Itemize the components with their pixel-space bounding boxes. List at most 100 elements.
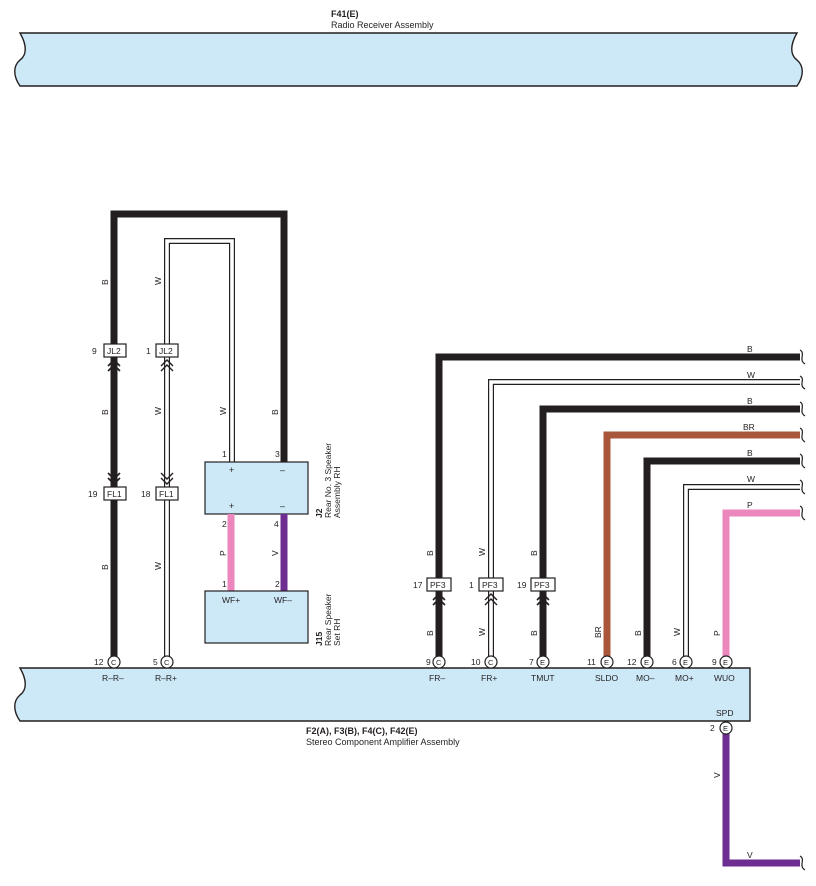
terminal-circle bbox=[600, 655, 614, 669]
label-w-h2: W bbox=[747, 370, 755, 380]
spd-terminal: SPD E 2 V V bbox=[710, 708, 800, 867]
terminal-circle bbox=[432, 655, 446, 669]
junction-fl1-w: FL1 18 bbox=[141, 472, 179, 501]
label-b-left-top: B bbox=[100, 279, 110, 285]
svg-text:17: 17 bbox=[413, 580, 423, 590]
wire-w-fr-plus-inner bbox=[489, 380, 800, 660]
label-w-left-top: W bbox=[153, 277, 163, 285]
terminal-pin: 9 bbox=[712, 657, 717, 667]
stereo-amplifier-code: F2(A), F3(B), F4(C), F42(E) bbox=[306, 726, 418, 736]
svg-text:+: + bbox=[229, 501, 234, 511]
terminal-connector: E bbox=[604, 658, 609, 667]
double-chevron-down-icon bbox=[160, 472, 174, 485]
wire-v-spd bbox=[722, 733, 800, 867]
label-w-left-low: W bbox=[153, 562, 163, 570]
svg-text:9: 9 bbox=[92, 346, 97, 356]
terminal-pin: 6 bbox=[672, 657, 677, 667]
svg-text:2: 2 bbox=[710, 723, 715, 733]
svg-text:1: 1 bbox=[469, 580, 474, 590]
svg-text:Rear No. 3 Speaker: Rear No. 3 Speaker bbox=[323, 443, 333, 518]
stereo-amplifier-name: Stereo Component Amplifier Assembly bbox=[306, 737, 460, 747]
wire-b-rear-loop bbox=[110, 210, 288, 660]
svg-text:Rear Speaker: Rear Speaker bbox=[323, 593, 333, 646]
junction-jl2-b: JL2 9 bbox=[92, 343, 127, 372]
double-chevron-up-icon bbox=[160, 359, 174, 372]
terminal-pin: 12 bbox=[627, 657, 637, 667]
svg-text:WF–: WF– bbox=[274, 595, 292, 605]
wire-b-mo-minus bbox=[643, 457, 800, 660]
label-b-tmut-top: B bbox=[529, 550, 539, 556]
terminal-pin: 9 bbox=[426, 657, 431, 667]
junction-jl2-w: JL2 1 bbox=[146, 343, 179, 372]
terminal-pin: 12 bbox=[94, 657, 104, 667]
svg-text:+: + bbox=[229, 465, 234, 475]
label-b-h1: B bbox=[747, 344, 753, 354]
svg-text:–: – bbox=[280, 465, 285, 475]
svg-text:2: 2 bbox=[222, 519, 227, 529]
terminal-connector: C bbox=[164, 658, 170, 667]
terminal-connector: C bbox=[436, 658, 442, 667]
terminal-circle bbox=[719, 655, 733, 669]
label-b-fr-minus-low: B bbox=[425, 630, 435, 636]
wire-p-wuo bbox=[722, 509, 800, 660]
wire-w-mo-plus-inner bbox=[684, 485, 800, 660]
terminal-name: R–R+ bbox=[155, 673, 177, 683]
label-b-h5: B bbox=[747, 448, 753, 458]
terminal-name: MO– bbox=[636, 673, 655, 683]
terminal-name: FR+ bbox=[481, 673, 497, 683]
amplifier-terminals: C12R–R–C5R–R+C9FR–C10FR+E7TMUTE11SLDOE12… bbox=[94, 655, 735, 683]
svg-text:Set RH: Set RH bbox=[332, 619, 342, 646]
wire-break-marks bbox=[799, 349, 806, 871]
terminal-circle bbox=[640, 655, 654, 669]
label-b-mo-minus: B bbox=[633, 630, 643, 636]
terminal-circle bbox=[536, 655, 550, 669]
terminal-connector: E bbox=[644, 658, 649, 667]
svg-text:Assembly RH: Assembly RH bbox=[332, 467, 342, 518]
wire-w-rear-loop-inner bbox=[165, 239, 234, 660]
double-chevron-up-icon bbox=[484, 593, 498, 606]
radio-receiver-code: F41(E) bbox=[331, 9, 359, 19]
terminal-circle bbox=[679, 655, 693, 669]
label-w-speaker: W bbox=[218, 407, 228, 415]
svg-text:PF3: PF3 bbox=[430, 580, 446, 590]
terminal-circle bbox=[484, 655, 498, 669]
svg-text:FL1: FL1 bbox=[107, 489, 122, 499]
svg-text:E: E bbox=[723, 724, 728, 733]
wire-b-fr-minus bbox=[435, 353, 800, 660]
terminal-name: R–R– bbox=[102, 673, 124, 683]
svg-text:4: 4 bbox=[274, 519, 279, 529]
label-w-fr-plus-top: W bbox=[477, 548, 487, 556]
label-v-speaker: V bbox=[270, 550, 280, 556]
terminal-circle bbox=[107, 655, 121, 669]
svg-text:1: 1 bbox=[222, 579, 227, 589]
label-p-speaker: P bbox=[218, 550, 228, 556]
terminal-name: TMUT bbox=[531, 673, 555, 683]
label-p-wuo: P bbox=[712, 630, 722, 636]
stereo-amplifier-box bbox=[14, 667, 751, 722]
svg-text:JL2: JL2 bbox=[107, 346, 121, 356]
stereo-amplifier-assembly: F2(A), F3(B), F4(C), F42(E) Stereo Compo… bbox=[14, 667, 751, 747]
terminal-pin: 11 bbox=[587, 657, 596, 667]
double-chevron-up-icon bbox=[432, 592, 446, 606]
terminal-name: FR– bbox=[429, 673, 445, 683]
svg-text:2: 2 bbox=[275, 579, 280, 589]
junction-pf3-fr-minus: PF3 17 bbox=[413, 577, 452, 606]
svg-text:19: 19 bbox=[88, 489, 98, 499]
label-w-h6: W bbox=[747, 474, 755, 484]
terminal-pin: 10 bbox=[471, 657, 481, 667]
radio-receiver-box bbox=[14, 32, 803, 87]
junction-pf3-fr-plus: PF3 1 bbox=[469, 577, 504, 606]
svg-text:19: 19 bbox=[517, 580, 527, 590]
svg-text:3: 3 bbox=[275, 449, 280, 459]
svg-text:PF3: PF3 bbox=[534, 580, 550, 590]
terminal-name: WUO bbox=[714, 673, 735, 683]
double-chevron-down-icon bbox=[107, 472, 121, 486]
svg-text:WF+: WF+ bbox=[222, 595, 240, 605]
